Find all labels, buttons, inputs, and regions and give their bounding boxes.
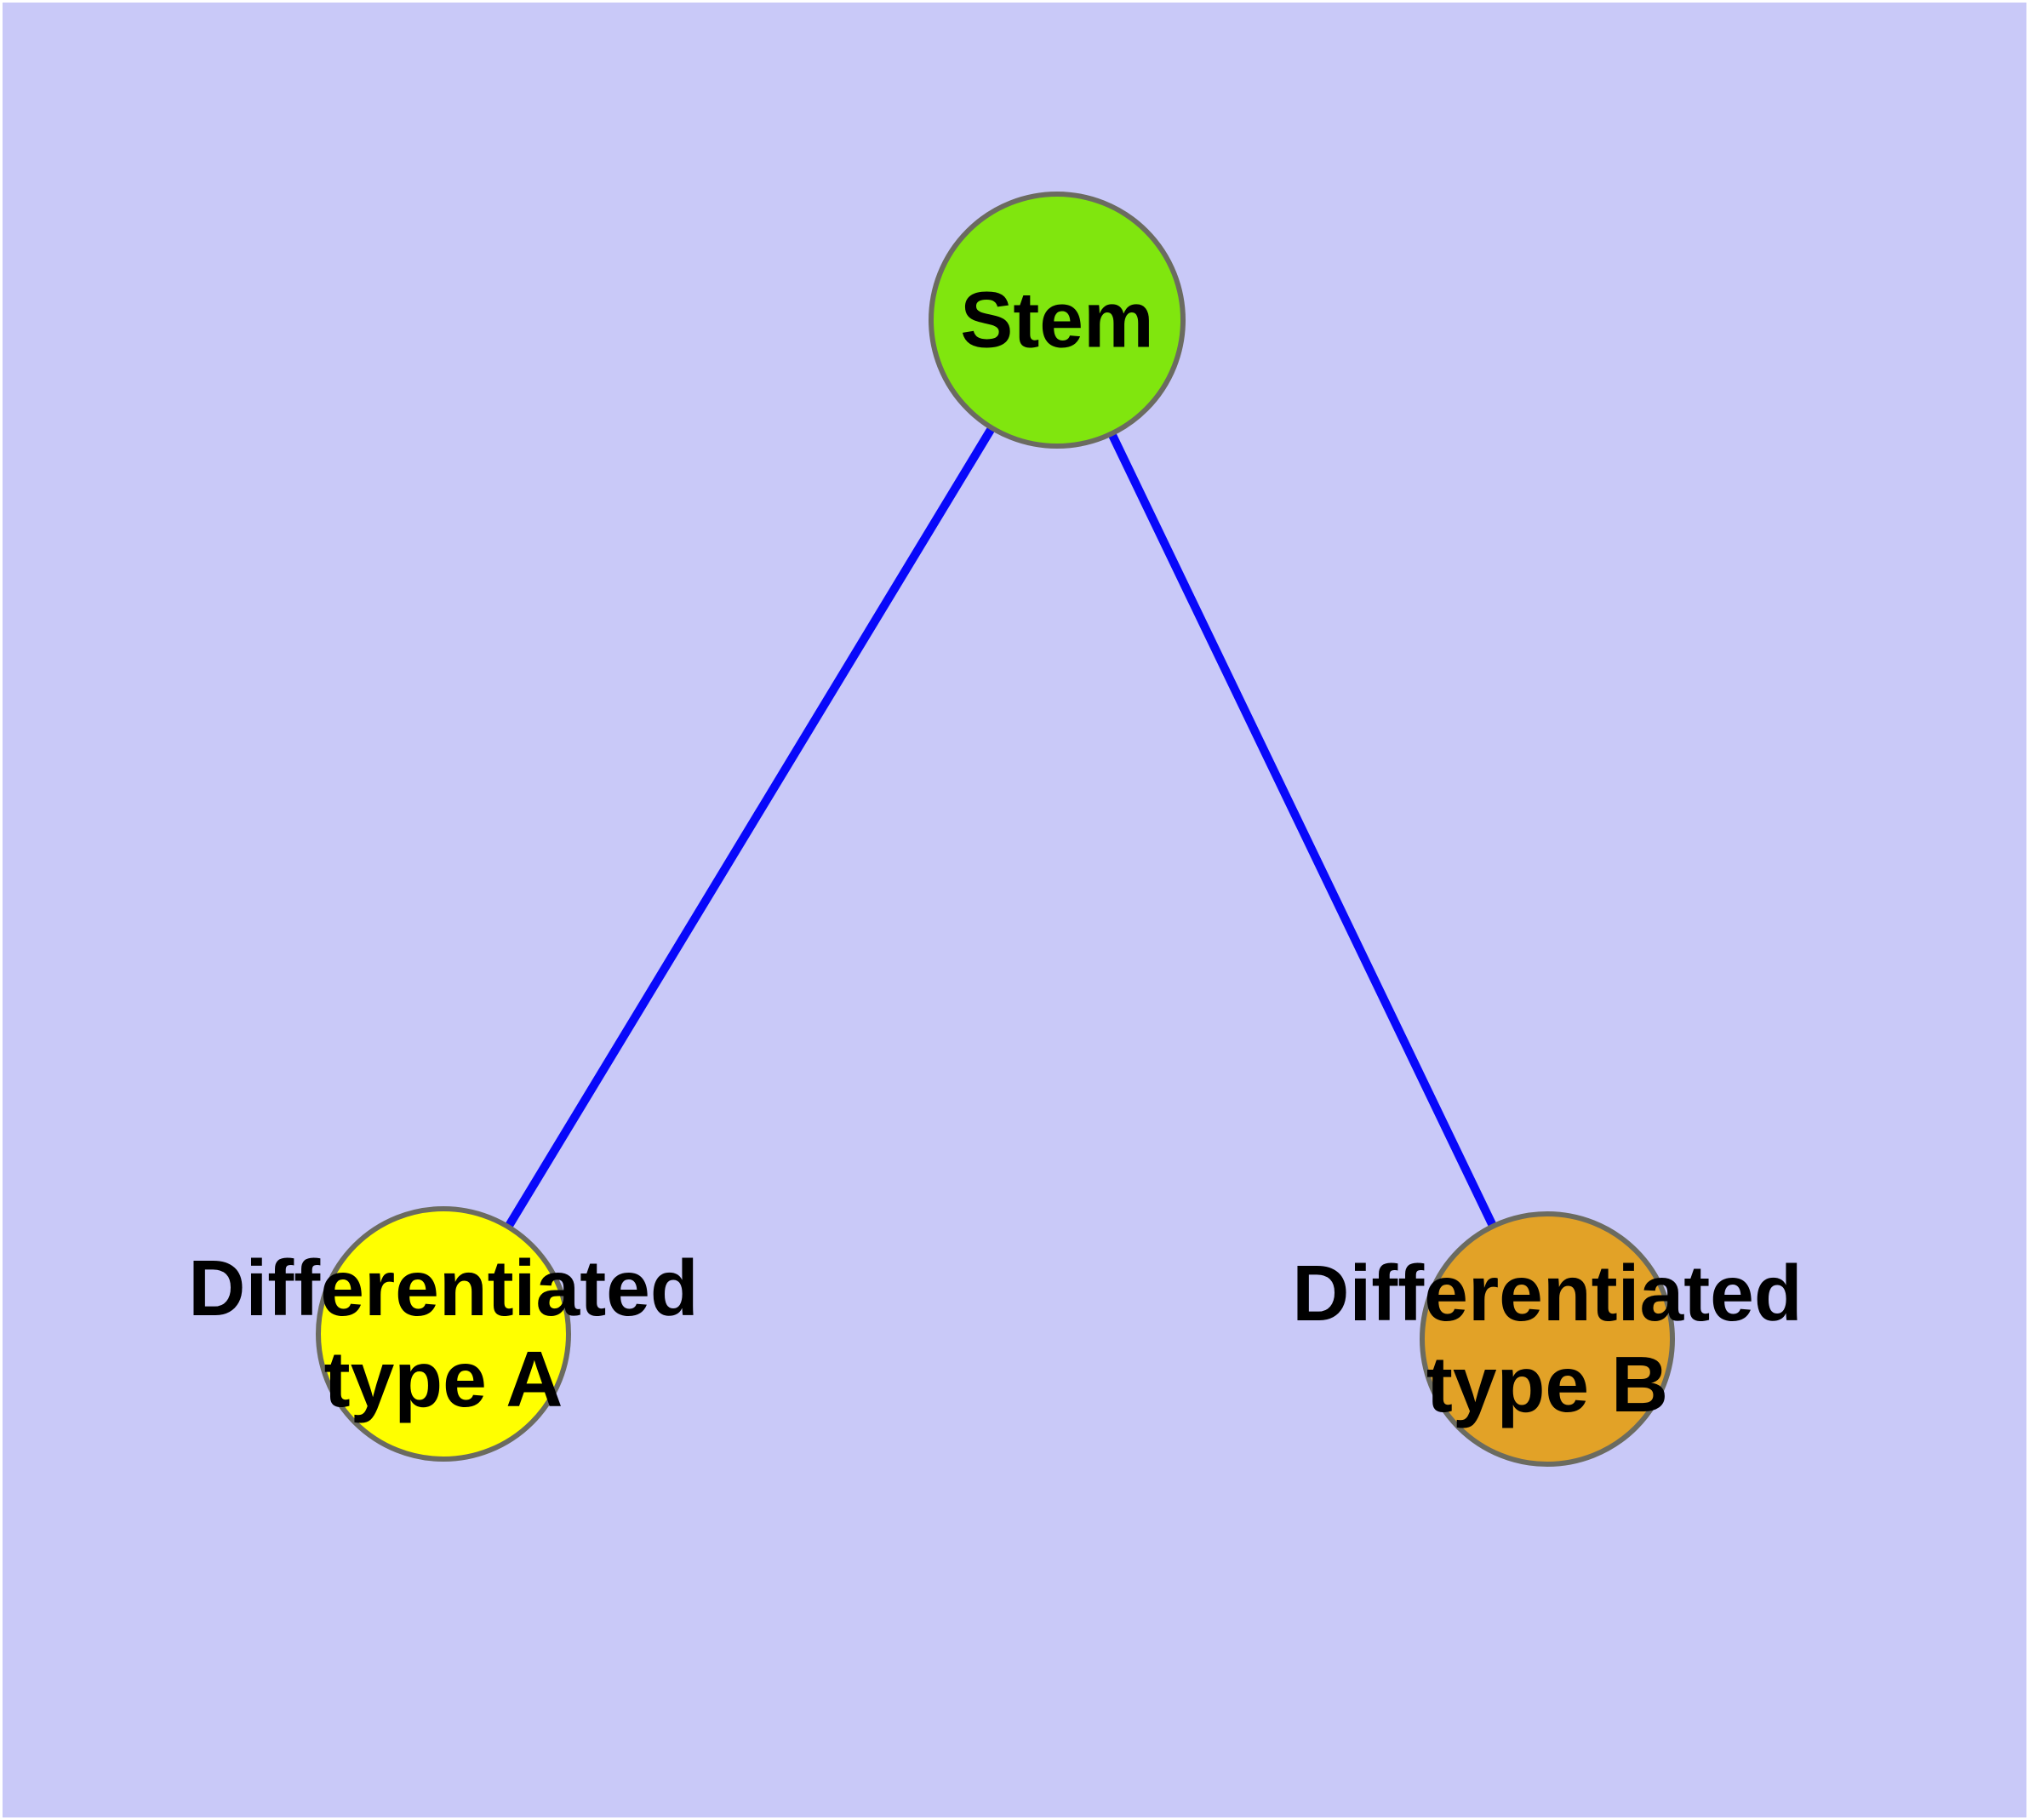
node-stem-circle: [929, 192, 1186, 449]
edge-stem-type-b: [1053, 318, 1552, 1342]
node-differentiated-type-b-circle: [1420, 1211, 1675, 1467]
node-differentiated-type-b-label: Differentiated type B: [1292, 1249, 1803, 1428]
node-differentiated-type-a-circle: [316, 1206, 571, 1462]
node-stem-label: Stem: [960, 275, 1154, 364]
edges-layer: [439, 318, 1552, 1342]
edge-stem-type-a: [439, 318, 1061, 1336]
node-differentiated-type-a-label: Differentiated type A: [188, 1244, 699, 1423]
